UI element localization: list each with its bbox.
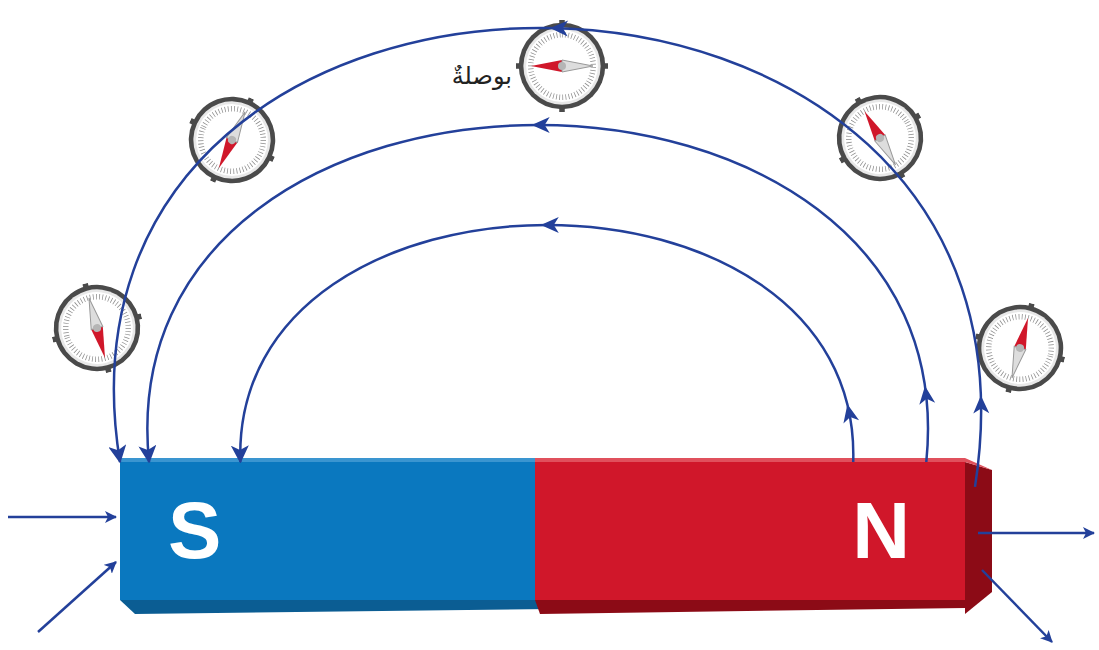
field-line <box>38 562 116 632</box>
field-arrowhead <box>840 403 859 424</box>
field-line <box>8 516 116 519</box>
pole-letter: S <box>168 491 221 571</box>
field-arrowhead <box>917 385 935 405</box>
field-line <box>982 570 1052 642</box>
field-line <box>978 532 1094 535</box>
magnet-bottom <box>120 600 965 614</box>
field-arrowhead <box>973 395 989 413</box>
field-arrowhead <box>532 117 550 133</box>
compass <box>171 79 293 201</box>
compass <box>41 272 154 385</box>
field-line <box>147 125 928 462</box>
compass <box>817 75 943 201</box>
compass <box>516 20 608 112</box>
field-line <box>240 225 853 462</box>
compass-label: بوصلةٌ <box>420 62 512 90</box>
compass <box>964 292 1077 405</box>
magnet-bottom <box>535 600 965 614</box>
magnet-end-face <box>965 462 992 614</box>
pole-letter: N <box>852 491 910 571</box>
magnet-pole: S <box>120 462 535 600</box>
field-arrowhead <box>541 217 559 233</box>
magnet-pole: N <box>535 462 965 600</box>
field-line <box>114 28 981 487</box>
field-arrowhead <box>550 20 568 36</box>
